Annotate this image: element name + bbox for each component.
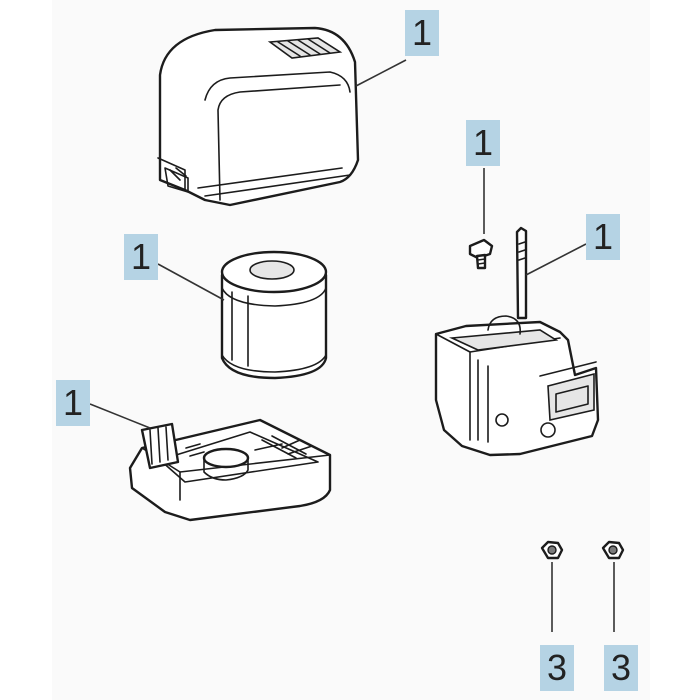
callout-nut-right: 3 bbox=[604, 645, 638, 691]
callout-nut-left: 3 bbox=[540, 645, 574, 691]
callout-element: 1 bbox=[124, 234, 158, 280]
air-intake-body bbox=[434, 226, 600, 457]
bolt bbox=[468, 238, 494, 270]
callout-cover: 1 bbox=[405, 10, 439, 56]
callout-bolt: 1 bbox=[466, 120, 500, 166]
leader-lines bbox=[89, 59, 615, 632]
air-cleaner-base bbox=[128, 418, 332, 522]
nut-left bbox=[540, 540, 564, 560]
callout-base: 1 bbox=[56, 380, 90, 426]
callout-snorkel: 1 bbox=[586, 214, 620, 260]
nut-right bbox=[601, 540, 625, 560]
air-filter-element bbox=[220, 250, 328, 380]
air-cleaner-cover bbox=[157, 26, 360, 207]
